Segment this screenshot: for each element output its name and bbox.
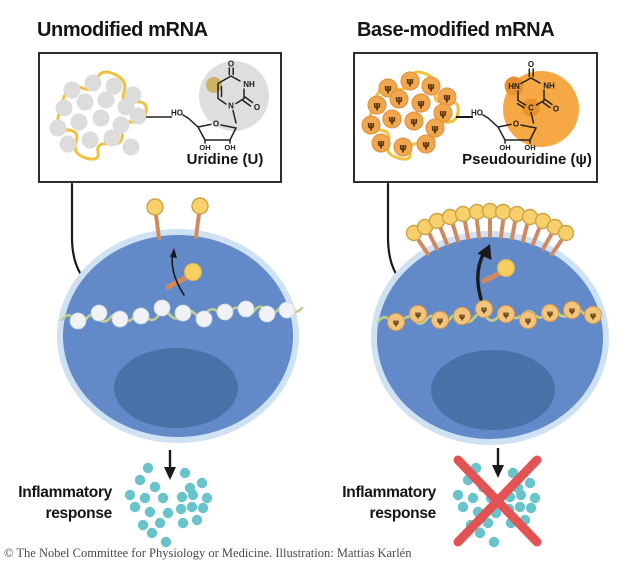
oh-label: OH (499, 143, 510, 152)
svg-text:ψ: ψ (431, 124, 439, 135)
uridine-beads-in-cell (69, 299, 296, 330)
surface-protein-fan (405, 202, 575, 256)
svg-text:ψ: ψ (481, 305, 487, 314)
svg-text:ψ: ψ (377, 139, 385, 150)
pseudouridine-circles (361, 71, 457, 157)
pseudouridine-name-label: Pseudouridine (ψ) (462, 151, 592, 168)
uridine-circles (49, 74, 147, 156)
right-panel-title: Base-modified mRNA (357, 19, 555, 41)
svg-text:ψ: ψ (590, 311, 596, 320)
svg-text:ψ: ψ (417, 99, 425, 110)
left-inset-box (38, 52, 282, 183)
uridine-structure: O NH O N O HO OH OH (171, 60, 269, 152)
uridine-name-label: Uridine (U) (186, 151, 264, 168)
svg-text:ψ: ψ (427, 82, 435, 93)
svg-text:ψ: ψ (393, 318, 399, 327)
svg-text:ψ: ψ (399, 143, 407, 154)
oh-label: OH (224, 143, 235, 152)
modified-mrna-tangle: ψ ψ ψ ψ ψ ψ ψ ψ ψ ψ ψ ψ ψ ψ ψ (361, 70, 473, 161)
blocked-cross (453, 455, 542, 547)
svg-text:ψ: ψ (384, 84, 392, 95)
response-line-2: response (45, 505, 112, 522)
left-response-arrow (164, 450, 176, 480)
oxygen-label: O (254, 103, 260, 112)
oh-label: OH (524, 143, 535, 152)
ring-oxygen-label: O (513, 120, 519, 129)
response-line-1: Inflammatory (342, 484, 436, 501)
nucleus (431, 350, 555, 430)
nh-label: NH (243, 80, 255, 89)
svg-text:ψ: ψ (395, 95, 403, 106)
strong-translation-arrow (476, 244, 492, 301)
psi-symbols-in-cell: ψ ψ ψ ψ ψ ψ ψ ψ ψ ψ (393, 305, 596, 327)
svg-text:ψ: ψ (373, 101, 381, 112)
surface-protein (146, 198, 164, 240)
ho-label: HO (171, 109, 183, 118)
carbon-label: C (528, 104, 534, 113)
left-panel-title: Unmodified mRNA (37, 19, 208, 41)
right-response-label: Inflammatory response (330, 482, 436, 524)
left-cell (57, 197, 304, 443)
right-response-arrow (492, 448, 504, 478)
svg-text:ψ: ψ (443, 93, 451, 104)
svg-text:ψ: ψ (547, 309, 553, 318)
svg-text:ψ: ψ (569, 306, 575, 315)
svg-text:ψ: ψ (406, 77, 414, 88)
hn-highlight-dot (504, 76, 524, 96)
translated-protein (481, 259, 515, 284)
left-response-label: Inflammatory response (6, 482, 112, 524)
nh-label: NH (543, 82, 555, 91)
right-cell: ψ ψ ψ ψ ψ ψ ψ ψ ψ ψ (371, 202, 609, 445)
pseudouridine-structure: O NH HN C O O HO OH OH (471, 60, 579, 152)
weak-translation-arrow (170, 248, 185, 296)
svg-text:ψ: ψ (459, 312, 465, 321)
unmodified-mrna-tangle (49, 70, 172, 161)
response-line-2: response (369, 505, 436, 522)
response-line-1: Inflammatory (18, 484, 112, 501)
oxygen-label: O (228, 60, 234, 69)
right-inset-box (353, 52, 598, 183)
ho-label: HO (471, 109, 483, 118)
pseudouridine-beads-in-cell (387, 300, 602, 331)
svg-text:ψ: ψ (439, 109, 447, 120)
psi-symbols: ψ ψ ψ ψ ψ ψ ψ ψ ψ ψ ψ ψ ψ ψ ψ (367, 77, 451, 154)
hn-label: HN (508, 82, 520, 91)
nucleus (114, 348, 238, 428)
svg-text:ψ: ψ (437, 316, 443, 325)
surface-protein (191, 197, 209, 239)
ring-oxygen-label: O (213, 120, 219, 129)
svg-text:ψ: ψ (367, 121, 375, 132)
c-highlight-dot (522, 98, 540, 117)
oxygen-label: O (553, 105, 559, 114)
svg-text:ψ: ψ (388, 115, 396, 126)
nitrogen-label: N (228, 102, 234, 111)
svg-text:ψ: ψ (415, 310, 421, 319)
svg-text:ψ: ψ (525, 316, 531, 325)
cytokine-dots-left (124, 462, 213, 548)
oh-label: OH (199, 143, 210, 152)
copyright-credit: © The Nobel Committee for Physiology or … (4, 546, 412, 560)
svg-text:ψ: ψ (422, 140, 430, 151)
svg-text:ψ: ψ (410, 117, 418, 128)
svg-text:ψ: ψ (503, 310, 509, 319)
oxygen-label: O (528, 60, 534, 69)
